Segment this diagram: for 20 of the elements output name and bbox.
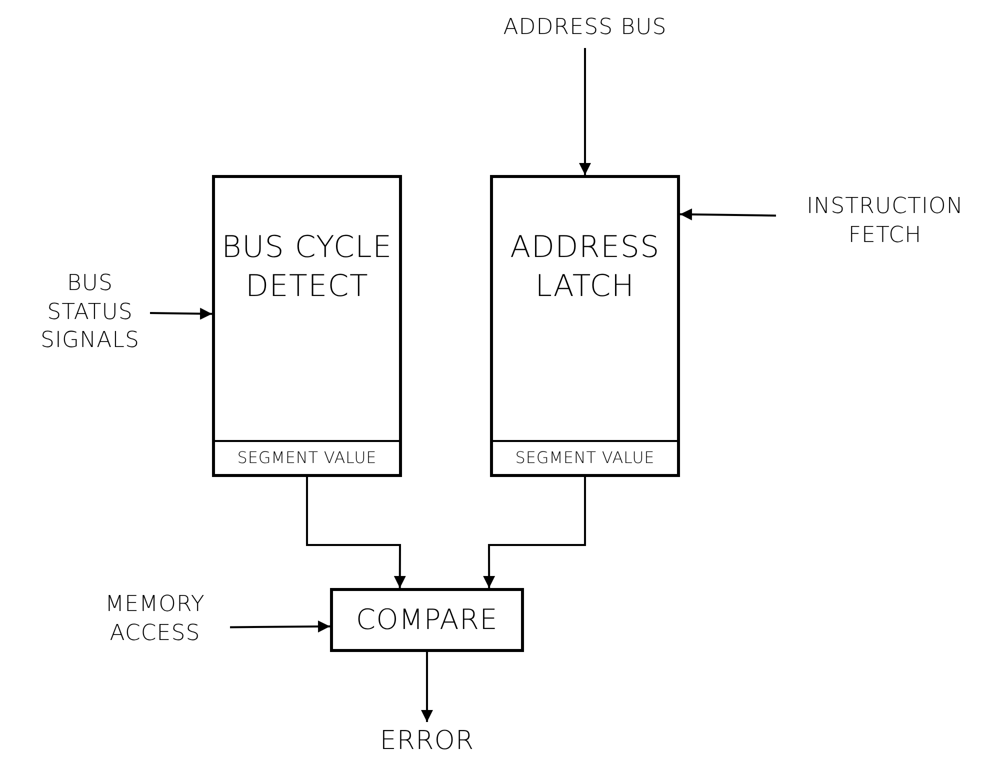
node-text: SEGMENT VALUE <box>237 448 377 468</box>
node-text: ADDRESS LATCH <box>509 229 661 306</box>
process-box <box>330 588 524 652</box>
process-box <box>490 175 680 477</box>
arrow <box>579 48 591 175</box>
node-text: BUS CYCLE DETECT <box>220 229 394 306</box>
node-text: ERROR <box>380 725 474 758</box>
arrow <box>680 208 776 220</box>
node-text: INSTRUCTION FETCH <box>806 193 964 250</box>
node-text: SEGMENT VALUE <box>515 448 655 468</box>
arrow <box>150 308 212 320</box>
process-box <box>212 175 402 477</box>
arrow <box>306 474 406 588</box>
arrow <box>230 620 330 632</box>
node-text: COMPARE <box>356 602 498 638</box>
node-text: ADDRESS BUS <box>503 14 667 42</box>
node-text: BUS STATUS SIGNALS <box>39 270 141 356</box>
node-text: MEMORY ACCESS <box>104 591 206 648</box>
arrow <box>483 474 586 588</box>
arrow <box>421 652 433 722</box>
